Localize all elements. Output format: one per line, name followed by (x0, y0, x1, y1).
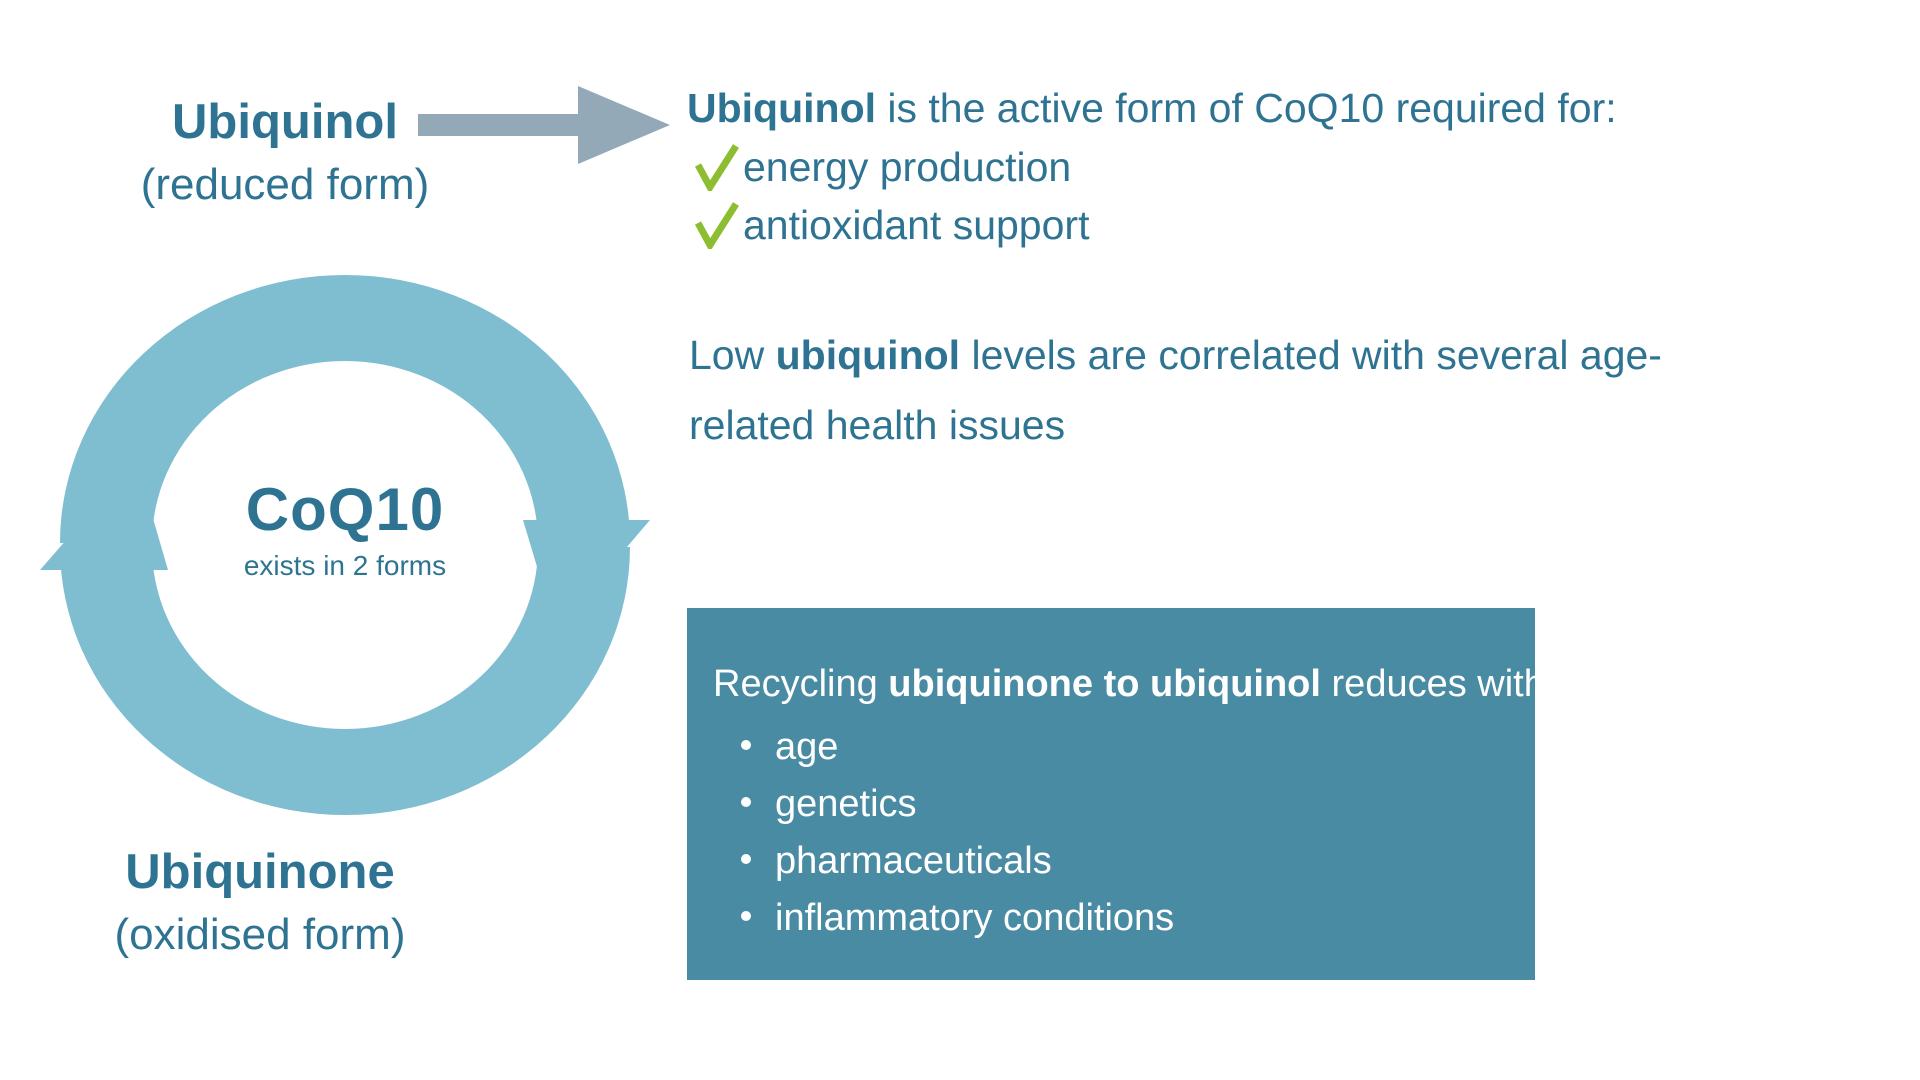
list-item-label: age (775, 726, 839, 768)
list-item: pharmaceuticals (737, 842, 1174, 880)
recycling-heading-part1: Recycling (713, 663, 889, 705)
list-item: genetics (737, 785, 1174, 823)
ubiquinol-label: Ubiquinol (reduced form) (0, 95, 595, 209)
recycling-factor-list: age genetics pharmaceuticals inflammator… (737, 728, 1174, 956)
ubiquinone-subtitle: (oxidised form) (114, 909, 406, 959)
bullet-icon (741, 854, 751, 864)
benefit-label: antioxidant support (743, 201, 1090, 248)
information-panel: Ubiquinol is the active form of CoQ10 re… (687, 0, 1867, 1080)
bullet-icon (741, 797, 751, 807)
correlation-part1: Low (689, 332, 776, 378)
list-item-label: genetics (775, 783, 917, 825)
intro-rest: is the active form of CoQ10 required for… (876, 85, 1617, 131)
ubiquinone-label: Ubiquinone (oxidised form) (0, 845, 570, 959)
correlation-bold: ubiquinol (775, 332, 961, 378)
list-item: inflammatory conditions (737, 899, 1174, 937)
right-arrow-icon (418, 84, 670, 166)
benefit-item: antioxidant support (695, 201, 1089, 249)
benefit-item: energy production (695, 143, 1071, 191)
circular-recycling-arrows-icon (40, 275, 650, 815)
intro-bold-lead: Ubiquinol (687, 85, 877, 131)
list-item-label: inflammatory conditions (775, 897, 1175, 939)
bullet-icon (741, 740, 751, 750)
correlation-paragraph: Low ubiquinol levels are correlated with… (689, 320, 1689, 460)
benefit-label: energy production (743, 143, 1072, 190)
list-item-label: pharmaceuticals (775, 840, 1052, 882)
bullet-icon (741, 911, 751, 921)
recycling-callout-box: Recycling ubiquinone to ubiquinol reduce… (687, 608, 1555, 980)
recycling-heading-part2: reduces with: (1320, 663, 1556, 705)
correlation-part2: levels are correlated with several age-r… (689, 332, 1662, 448)
recycling-heading-bold: ubiquinone to ubiquinol (888, 663, 1321, 705)
ubiquinol-title: Ubiquinol (172, 95, 398, 149)
list-item: age (737, 728, 1174, 766)
intro-statement: Ubiquinol is the active form of CoQ10 re… (687, 88, 1617, 129)
check-icon (695, 201, 739, 249)
ubiquinol-subtitle: (reduced form) (140, 159, 430, 209)
recycling-heading: Recycling ubiquinone to ubiquinol reduce… (713, 665, 1555, 703)
ubiquinone-title: Ubiquinone (125, 845, 395, 899)
check-icon (695, 143, 739, 191)
